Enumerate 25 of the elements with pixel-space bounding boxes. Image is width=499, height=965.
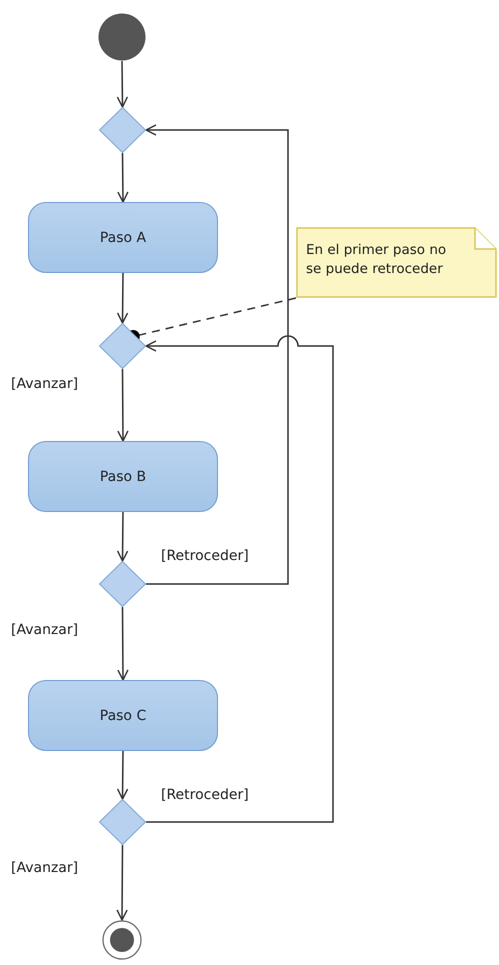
arrow <box>116 61 128 108</box>
edge-label: [Avanzar] <box>10 376 80 392</box>
decision-diamond <box>99 561 146 607</box>
edge-label: [Avanzar] <box>10 622 80 638</box>
arrow <box>145 336 334 823</box>
initial-node <box>98 13 146 61</box>
edge-label: [Avanzar] <box>10 860 80 876</box>
action-box: Paso C <box>28 680 218 751</box>
decision-diamond <box>99 323 146 369</box>
decision-diamond <box>99 107 146 153</box>
arrow <box>145 124 289 585</box>
arrow <box>116 751 128 800</box>
arrow <box>117 153 129 203</box>
note: En el primer paso no se puede retroceder <box>296 227 497 298</box>
arrow <box>116 845 128 921</box>
edge-label: [Retroceder] <box>160 787 250 803</box>
arrow <box>117 369 129 442</box>
edge-label: [Retroceder] <box>160 548 250 564</box>
arrow <box>116 512 128 562</box>
action-box: Paso B <box>28 441 218 512</box>
arrow <box>117 607 129 681</box>
final-node <box>102 920 142 960</box>
arrow <box>116 273 128 324</box>
decision-diamond <box>99 799 146 845</box>
action-box: Paso A <box>28 202 218 273</box>
